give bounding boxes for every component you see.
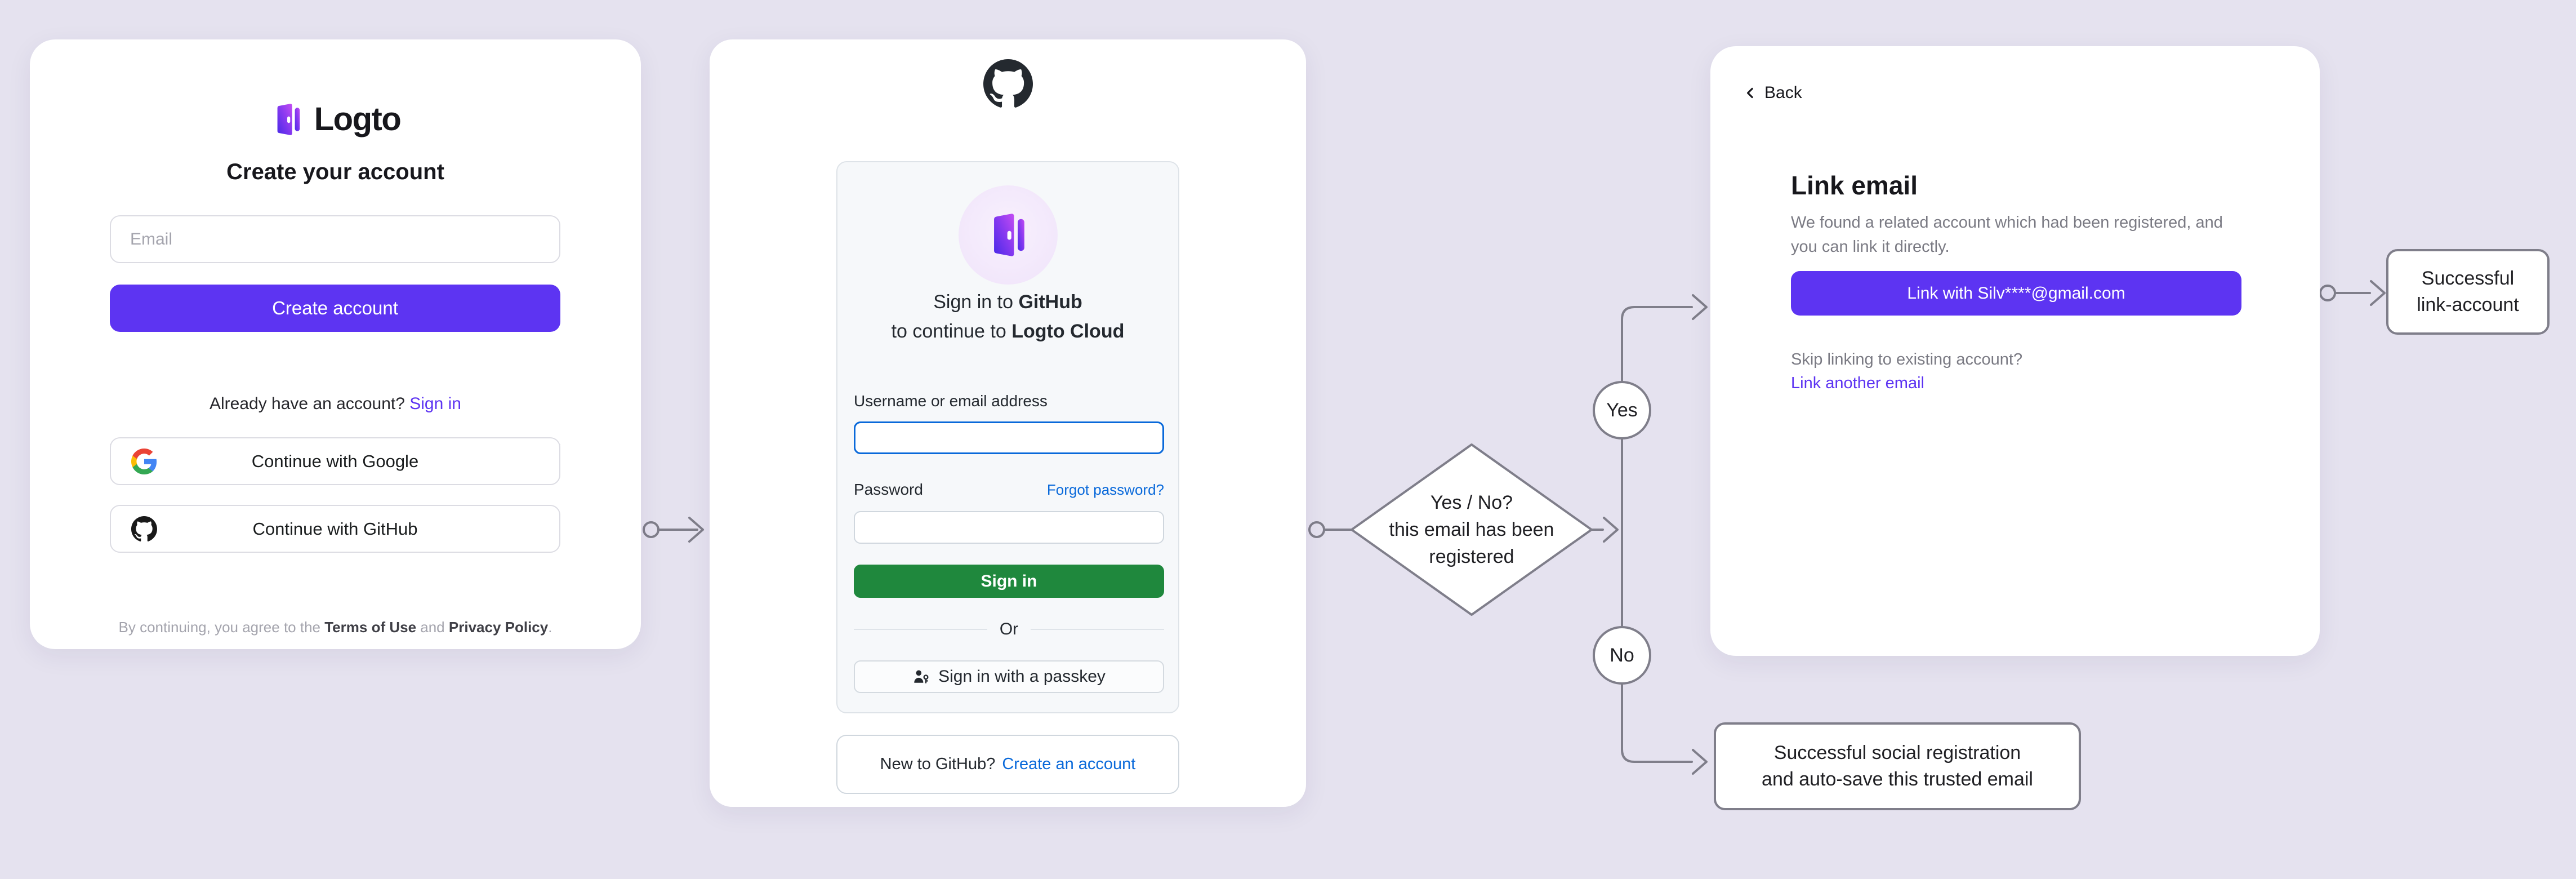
create-account-button[interactable]: Create account	[110, 285, 560, 332]
description-line: you can link it directly.	[1791, 238, 1950, 256]
connector-start-dot	[643, 521, 659, 538]
signin-prompt: Already have an account? Sign in	[30, 394, 641, 414]
github-signin-title: Sign in to GitHub to continue to Logto C…	[837, 287, 1178, 346]
arrowhead-icon	[1692, 294, 1708, 320]
github-signin-card: Sign in to GitHub to continue to Logto C…	[710, 39, 1306, 807]
divider-line	[854, 629, 987, 630]
no-label: No	[1610, 644, 1634, 666]
password-row: Password Forgot password?	[854, 481, 1164, 499]
outcome-line: Successful social registration	[1773, 742, 2021, 763]
description-line: We found a related account which had bee…	[1791, 214, 2223, 232]
create-an-account-link[interactable]: Create an account	[1002, 755, 1136, 773]
link-another-email-link[interactable]: Link another email	[1791, 374, 1924, 392]
back-label: Back	[1764, 83, 1802, 102]
decision-label: Yes / No? this email has been registered	[1359, 489, 1584, 570]
logto-door-icon	[277, 103, 300, 135]
arrowhead-icon	[1603, 517, 1619, 543]
privacy-policy-link[interactable]: Privacy Policy	[448, 619, 549, 636]
outcome-line: and auto-save this trusted email	[1762, 769, 2033, 790]
continue-google-button[interactable]: Continue with Google	[110, 437, 560, 485]
continue-github-label: Continue with GitHub	[252, 518, 418, 539]
decision-line: this email has been	[1389, 519, 1554, 540]
arrowhead-icon	[688, 517, 704, 543]
new-to-github-box: New to GitHub? Create an account	[836, 735, 1179, 794]
forgot-password-link[interactable]: Forgot password?	[1046, 481, 1164, 498]
link-email-title: Link email	[1791, 171, 1918, 200]
passkey-button-label: Sign in with a passkey	[938, 667, 1106, 686]
divider-line	[1031, 629, 1165, 630]
password-label: Password	[854, 481, 923, 498]
github-auth-panel: Sign in to GitHub to continue to Logto C…	[836, 161, 1179, 713]
google-icon	[131, 448, 157, 474]
signin-title-prefix: Sign in to	[933, 291, 1013, 313]
password-input[interactable]	[854, 511, 1164, 544]
github-logo	[710, 59, 1306, 109]
signin-title-line: Sign in to GitHub	[837, 287, 1178, 317]
arrowhead-icon	[2370, 280, 2386, 306]
skip-linking-text: Skip linking to existing account?	[1791, 350, 2023, 369]
terms-of-use-link[interactable]: Terms of Use	[324, 619, 417, 636]
brand-wordmark: Logto	[314, 101, 402, 137]
outcome-line: Successful	[2421, 268, 2515, 289]
signin-subtitle-prefix: to continue to	[891, 321, 1006, 342]
logto-logo: Logto	[30, 100, 641, 138]
passkey-button[interactable]: Sign in with a passkey	[854, 660, 1164, 693]
outcome-line: link-account	[2417, 294, 2519, 316]
link-with-email-button[interactable]: Link with Silv****@gmail.com	[1791, 271, 2241, 316]
signin-title-brand: GitHub	[1018, 291, 1082, 313]
signin-prompt-text: Already have an account?	[210, 394, 405, 413]
logto-app-badge	[958, 185, 1058, 285]
link-email-card: Back Link email We found a related accou…	[1710, 46, 2320, 656]
divider-label: Or	[999, 620, 1019, 638]
social-registration-outcome-box: Successful social registration and auto-…	[1714, 722, 2081, 810]
new-to-github-text: New to GitHub?	[880, 755, 996, 773]
email-field[interactable]	[110, 215, 560, 263]
back-button[interactable]: Back	[1742, 83, 1802, 103]
passkey-icon	[914, 670, 929, 683]
signin-subtitle-line: to continue to Logto Cloud	[837, 317, 1178, 346]
github-octocat-icon	[983, 59, 1033, 108]
signup-card: Logto Create your account Create account…	[30, 39, 641, 649]
github-icon	[131, 516, 157, 541]
github-or-divider: Or	[854, 620, 1165, 639]
continue-google-label: Continue with Google	[251, 451, 419, 471]
signin-link[interactable]: Sign in	[409, 394, 461, 413]
yes-label: Yes	[1606, 399, 1638, 421]
continue-github-button[interactable]: Continue with GitHub	[110, 505, 560, 553]
terms-and: and	[420, 619, 445, 636]
yes-branch-node: Yes	[1593, 381, 1651, 440]
logto-door-icon	[993, 214, 1024, 256]
connector-line-no	[1621, 529, 1693, 763]
github-signin-button[interactable]: Sign in	[854, 565, 1164, 598]
username-label: Username or email address	[854, 392, 1048, 410]
connector-line-yes	[1621, 306, 1693, 531]
page-title: Create your account	[226, 159, 444, 184]
connector-start-dot	[2319, 285, 2336, 301]
connector-start-dot	[1308, 521, 1325, 538]
decision-line: registered	[1429, 546, 1514, 567]
terms-text: By continuing, you agree to the Terms of…	[30, 619, 641, 636]
arrowhead-icon	[1692, 749, 1708, 775]
link-account-outcome-box: Successful link-account	[2386, 249, 2550, 335]
username-input[interactable]	[854, 421, 1164, 454]
terms-suffix: .	[548, 619, 552, 636]
chevron-left-icon	[1747, 87, 1753, 99]
link-email-description: We found a related account which had bee…	[1791, 211, 2253, 259]
terms-prefix: By continuing, you agree to the	[118, 619, 320, 636]
signin-subtitle-brand: Logto Cloud	[1011, 321, 1125, 342]
decision-line: Yes / No?	[1430, 492, 1513, 513]
no-branch-node: No	[1593, 626, 1651, 685]
